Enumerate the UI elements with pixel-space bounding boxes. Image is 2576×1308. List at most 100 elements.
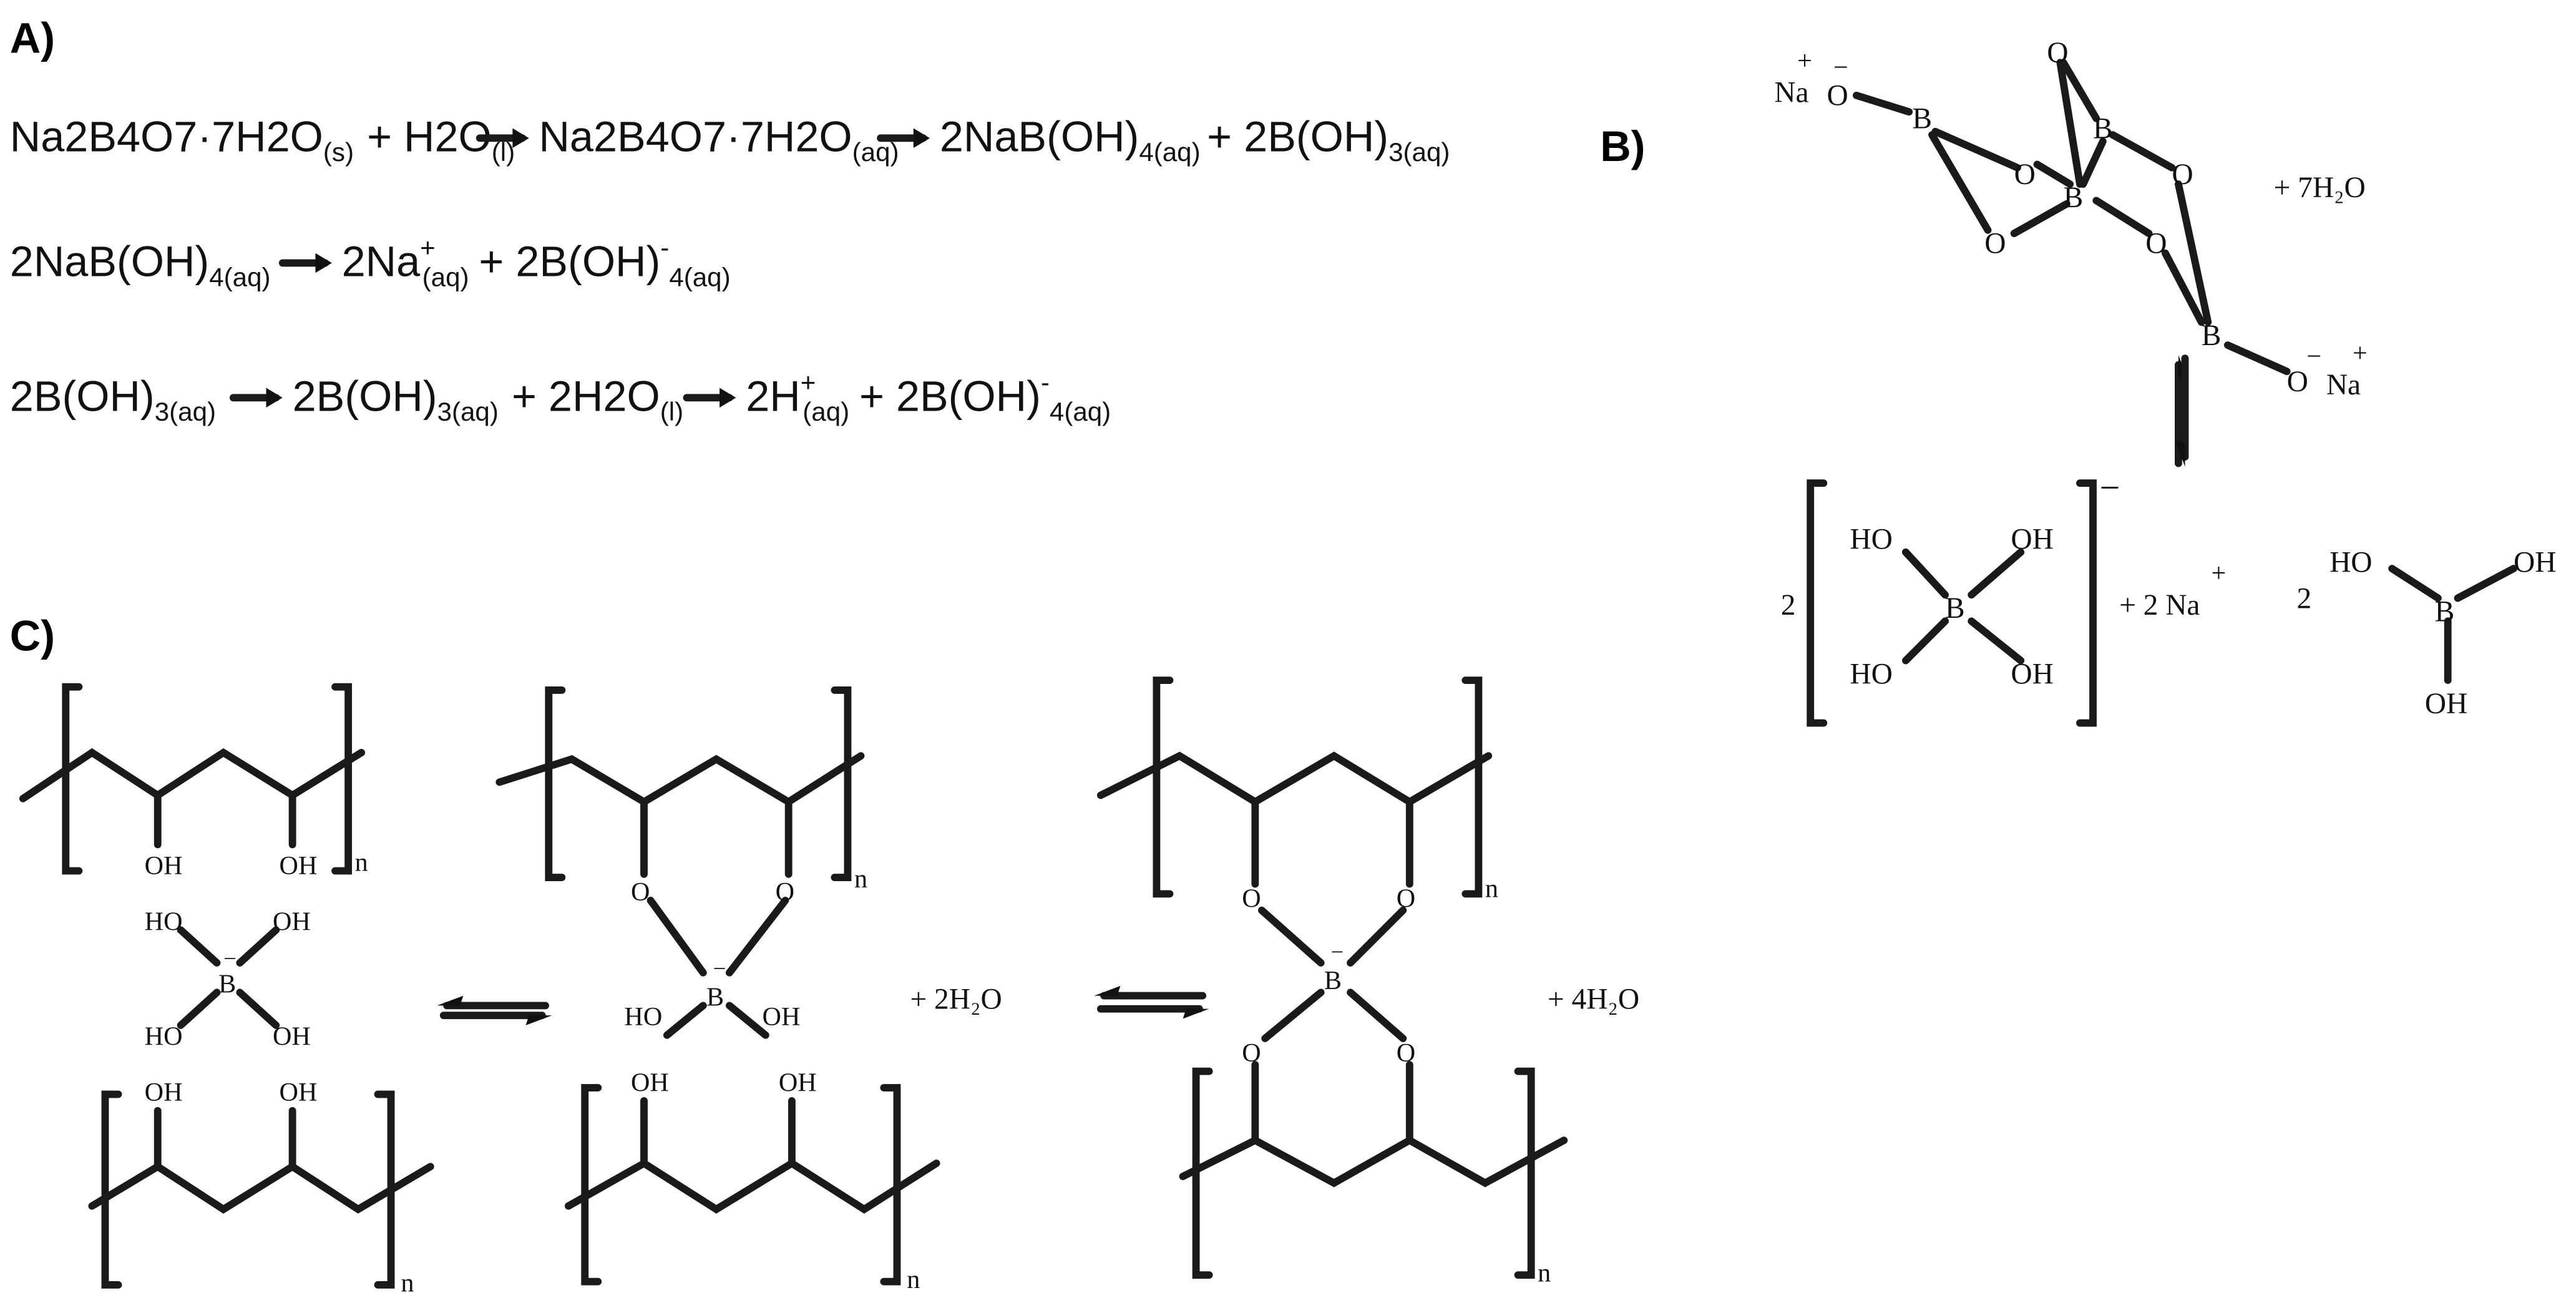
eq2-arrow [278, 253, 332, 273]
cross-o-1: O [1242, 884, 1261, 913]
pva-chain-top-left: OH OH n [19, 683, 368, 881]
eq2-reactant: 2NaB(OH) [10, 237, 209, 285]
cross-o-4: O [1397, 1038, 1415, 1068]
eq1-state-l: (l) [492, 137, 515, 167]
pva-m-oh-1: OH [631, 1068, 669, 1097]
equation-2: 2NaB(OH)4(aq) 2Na+(aq)+ 2B(OH)-4(aq) [10, 233, 731, 291]
borate-oh-2: OH [2011, 658, 2053, 690]
boron-1: B [1912, 103, 1932, 135]
boric-oh-1: OH [2514, 546, 2556, 578]
panel-c-label: C) [10, 612, 55, 660]
eq3-borate-state: 4(aq) [1050, 397, 1111, 426]
equilibrium-arrow-1 [437, 995, 552, 1025]
eq3-borate-charge: - [1041, 368, 1050, 397]
oxygen-3: O [2172, 159, 2193, 191]
equilibrium-arrow-2 [1094, 985, 1209, 1019]
eq2-borate-state: 4(aq) [669, 262, 730, 291]
equation-3: 2B(OH)3(aq) 2B(OH)3(aq)+ 2H2O(l) 2H+(aq)… [10, 368, 1111, 426]
eq3-reactant-state: 3(aq) [155, 397, 216, 426]
pva-chain-bottom-middle: OH OH n [564, 1068, 940, 1294]
eq3-arrow-2 [683, 388, 736, 408]
svg-text:2NaB(OH)4(aq): 2NaB(OH)4(aq) [10, 237, 271, 291]
borate-boron: B [1945, 592, 1965, 625]
eq3-proton-charge: + [801, 368, 816, 397]
svg-text:Na2B4O7·7H2O(s)+ H2O(l): Na2B4O7·7H2O(s) + H2O(l) [10, 112, 515, 167]
equilibrium-arrow-vertical [2174, 354, 2189, 467]
eq3-water-state: (l) [660, 397, 683, 426]
sodium-top: Na [1774, 76, 1808, 109]
borate-c-boron: B [218, 969, 236, 998]
svg-text:2NaB(OH)4(aq)+ 2B(OH)3(aq): 2NaB(OH)4(aq)+ 2B(OH)3(aq) [940, 112, 1450, 167]
borate-c-ho-1: HO [145, 907, 183, 936]
eq1-product-1: 2NaB(OH) [940, 112, 1139, 160]
borate-c-oh-1: OH [273, 907, 311, 936]
eq3-water: + 2H2O [512, 372, 660, 420]
eq1-state-aq: (aq) [852, 137, 899, 167]
oxygen-anion-bottom: O [2287, 366, 2308, 398]
plus-4-water: + 4H₂O [1548, 983, 1639, 1016]
oxygen-1: O [2014, 159, 2036, 191]
eq3-mid: 2B(OH) [293, 372, 437, 420]
sodium-top-charge: + [1797, 46, 1812, 76]
svg-text:2Na+(aq)+ 2B(OH)-4(aq): 2Na+(aq)+ 2B(OH)-4(aq) [342, 233, 731, 291]
mono-ho: HO [624, 1002, 662, 1032]
pva-m-oh-2: OH [779, 1068, 817, 1097]
plus-2-sodium: + 2 Na [2119, 589, 2200, 622]
repeat-n-6: n [1538, 1259, 1551, 1288]
equation-1: Na2B4O7·7H2O(s) + H2O(l) Na2B4O7·7H2O (aq)… [10, 112, 1450, 167]
borate-oh-1: OH [2011, 524, 2053, 556]
mono-o-2: O [776, 877, 794, 907]
cross-boron: B [1324, 966, 1342, 995]
eq1-arrow-1 [476, 128, 529, 149]
borax-atoms: Na + O − B O O O B B O O B O − Na + + 7H… [1774, 37, 2367, 401]
repeat-n-1: n [355, 848, 368, 877]
oxygen-bottom-charge: − [2306, 342, 2321, 371]
eq1-product-2: + 2B(OH) [1207, 112, 1388, 160]
eq2-borate-charge: - [660, 233, 669, 262]
eq2-sub: 4(aq) [209, 262, 270, 291]
svg-text:2H+(aq)+ 2B(OH)-4(aq): 2H+(aq)+ 2B(OH)-4(aq) [746, 368, 1111, 426]
borate-c-charge: − [223, 945, 237, 971]
svg-text:2B(OH)3(aq)+ 2H2O(l): 2B(OH)3(aq)+ 2H2O(l) [293, 372, 683, 426]
eq2-sodium-state: (aq) [422, 262, 469, 291]
repeat-n-4: n [907, 1265, 920, 1294]
repeat-n-3: n [854, 864, 867, 894]
oxygen-2: O [1984, 228, 2006, 260]
eq3-proton-state: (aq) [803, 397, 849, 426]
mono-charge: − [713, 955, 726, 981]
eq1-state-s: (s) [323, 137, 354, 167]
coefficient-2-boric: 2 [2296, 582, 2311, 615]
cross-o-3: O [1242, 1038, 1261, 1068]
eq1-reactant: Na2B4O7·7H2O [10, 112, 323, 160]
eq1-arrow-2 [877, 128, 930, 149]
mono-o-1: O [631, 877, 650, 907]
boric-oh-2: OH [2425, 688, 2467, 720]
borax-bonds [1852, 59, 2291, 376]
repeat-n-2: n [401, 1268, 414, 1297]
pva-borate-crosslink: O O B − O O n n [1096, 676, 1568, 1288]
cross-charge: − [1330, 939, 1344, 965]
boric-acid: 2 HO OH B OH [2296, 546, 2556, 720]
eq1-plus-water: + H2O [367, 112, 492, 160]
pva-oh-2: OH [280, 851, 318, 881]
sodium-charge: + [2212, 559, 2227, 588]
cross-o-2: O [1397, 884, 1415, 913]
eq3-arrow-1 [229, 388, 283, 408]
oxygen-top-charge: − [1833, 52, 1848, 82]
boric-ho: HO [2330, 546, 2372, 578]
eq2-borate: + 2B(OH) [479, 237, 660, 285]
pva-b-oh-2: OH [280, 1078, 318, 1107]
right-bracket [2076, 479, 2097, 727]
left-bracket [1807, 479, 1828, 727]
pva-oh-1: OH [145, 851, 183, 881]
pva-borate-monodiol: O O B − HO OH n [495, 686, 867, 1039]
eq3-borate: + 2B(OH) [859, 372, 1041, 420]
repeat-n-5: n [1485, 874, 1498, 904]
borate-c-oh-2: OH [273, 1022, 311, 1052]
borate-bonds [1901, 548, 2025, 665]
plus-seven-water: + 7H₂O [2274, 172, 2366, 204]
borate-ion-c: HO OH B − HO OH [145, 907, 311, 1051]
eq3-reactant: 2B(OH) [10, 372, 155, 420]
mono-oh: OH [763, 1002, 801, 1032]
